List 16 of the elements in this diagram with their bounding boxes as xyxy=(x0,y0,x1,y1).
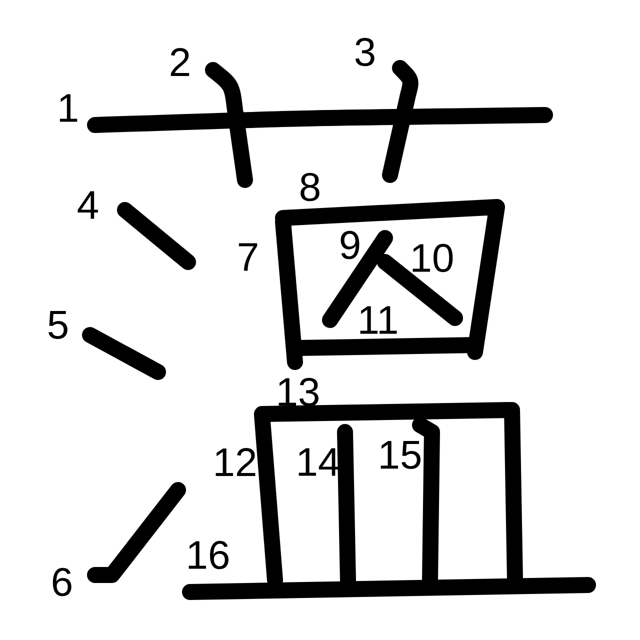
stroke-number: 2 xyxy=(170,48,190,76)
stroke-number: 4 xyxy=(78,191,98,219)
stroke-number: 5 xyxy=(48,311,68,339)
stroke-number: 13 xyxy=(278,378,318,406)
stroke-number: 7 xyxy=(238,243,258,271)
stroke-number: 14 xyxy=(298,448,340,476)
stroke-number: 1 xyxy=(60,94,78,122)
stroke-number: 3 xyxy=(355,38,374,66)
stroke-number: 11 xyxy=(360,306,397,334)
stroke-number: 15 xyxy=(380,441,421,469)
stroke-number: 10 xyxy=(412,244,453,272)
stroke-number: 16 xyxy=(188,540,228,570)
stroke-number: 12 xyxy=(216,448,256,476)
stroke-number: 8 xyxy=(300,172,320,202)
stroke-number: 9 xyxy=(340,230,360,260)
stroke-number: 6 xyxy=(52,568,72,596)
